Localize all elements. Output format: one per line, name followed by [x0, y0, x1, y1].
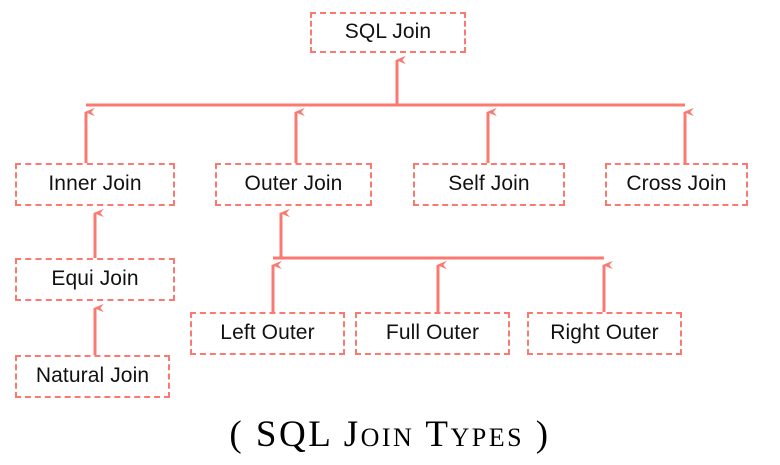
diagram-caption: ( SQL Join Types ) [229, 414, 551, 455]
node-equi-join[interactable]: Equi Join [15, 258, 175, 301]
node-natural-join[interactable]: Natural Join [15, 355, 170, 398]
node-sql-join[interactable]: SQL Join [310, 12, 466, 53]
node-inner-join[interactable]: Inner Join [15, 163, 175, 206]
node-left-outer[interactable]: Left Outer [190, 312, 345, 355]
node-right-outer[interactable]: Right Outer [527, 312, 682, 355]
node-cross-join[interactable]: Cross Join [605, 163, 748, 206]
node-full-outer[interactable]: Full Outer [355, 312, 510, 355]
node-self-join[interactable]: Self Join [413, 163, 565, 206]
node-outer-join[interactable]: Outer Join [215, 163, 372, 206]
